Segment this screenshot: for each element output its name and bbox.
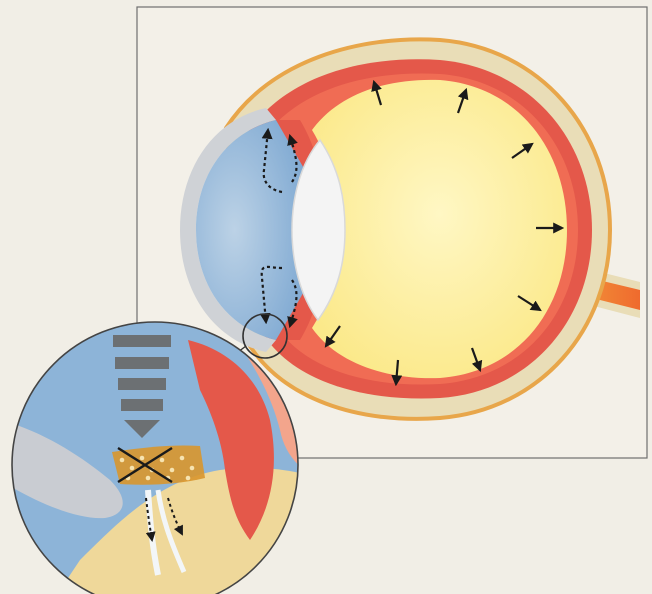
vitreous-body [312,80,567,378]
